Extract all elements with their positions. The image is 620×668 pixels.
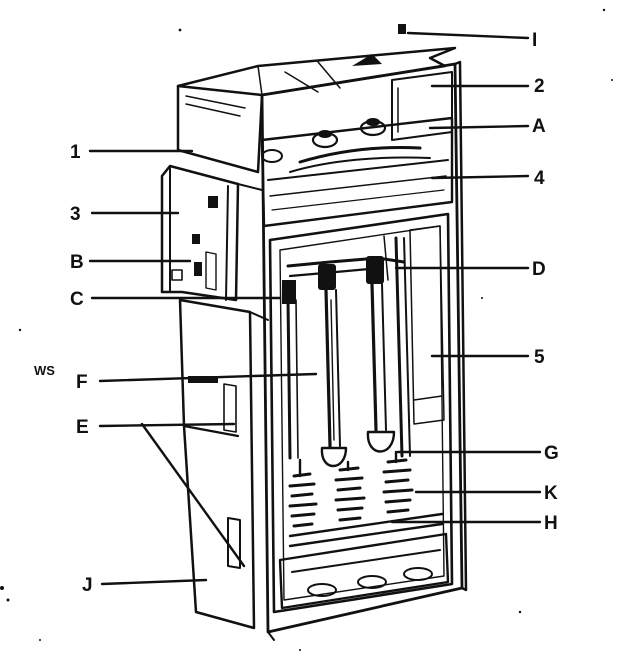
callout-labels: I 2 A 4 D 5 G K H 1 3 B C WS F E J: [34, 30, 559, 596]
label-WS: WS: [34, 363, 55, 378]
label-K: K: [544, 483, 558, 504]
label-C: C: [70, 289, 84, 310]
label-A: A: [532, 116, 546, 137]
label-2: 2: [534, 76, 545, 97]
insulator-stacks: [288, 450, 414, 528]
busbar-bushings: [261, 118, 431, 173]
label-E: E: [76, 417, 89, 438]
breaker-poles: [282, 235, 444, 548]
label-1: 1: [70, 142, 81, 163]
label-3: 3: [70, 204, 81, 225]
label-D: D: [532, 259, 546, 280]
leader-lines: [88, 31, 542, 586]
label-F: F: [76, 372, 88, 393]
label-5: 5: [534, 347, 545, 368]
label-I: I: [532, 30, 537, 51]
cabinet-outline: [160, 24, 468, 641]
label-B: B: [70, 252, 84, 273]
scan-speckle: [0, 8, 613, 651]
label-4: 4: [534, 168, 545, 189]
label-J: J: [82, 575, 93, 596]
label-H: H: [544, 513, 558, 534]
base-cutouts: [307, 567, 433, 597]
label-G: G: [544, 443, 559, 464]
